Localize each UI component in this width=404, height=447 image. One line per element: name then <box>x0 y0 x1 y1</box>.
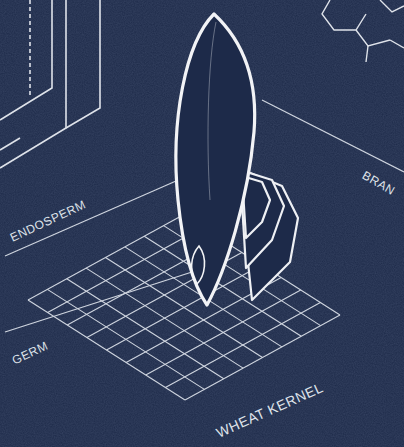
grid-line <box>106 258 263 358</box>
germ-outline <box>192 246 205 284</box>
background-fragment <box>0 0 100 168</box>
kernel-outline <box>176 14 255 305</box>
kernel-crease <box>208 22 216 200</box>
grid-line <box>165 303 320 388</box>
grid-line <box>146 290 301 375</box>
molecule-fragment <box>322 0 404 62</box>
